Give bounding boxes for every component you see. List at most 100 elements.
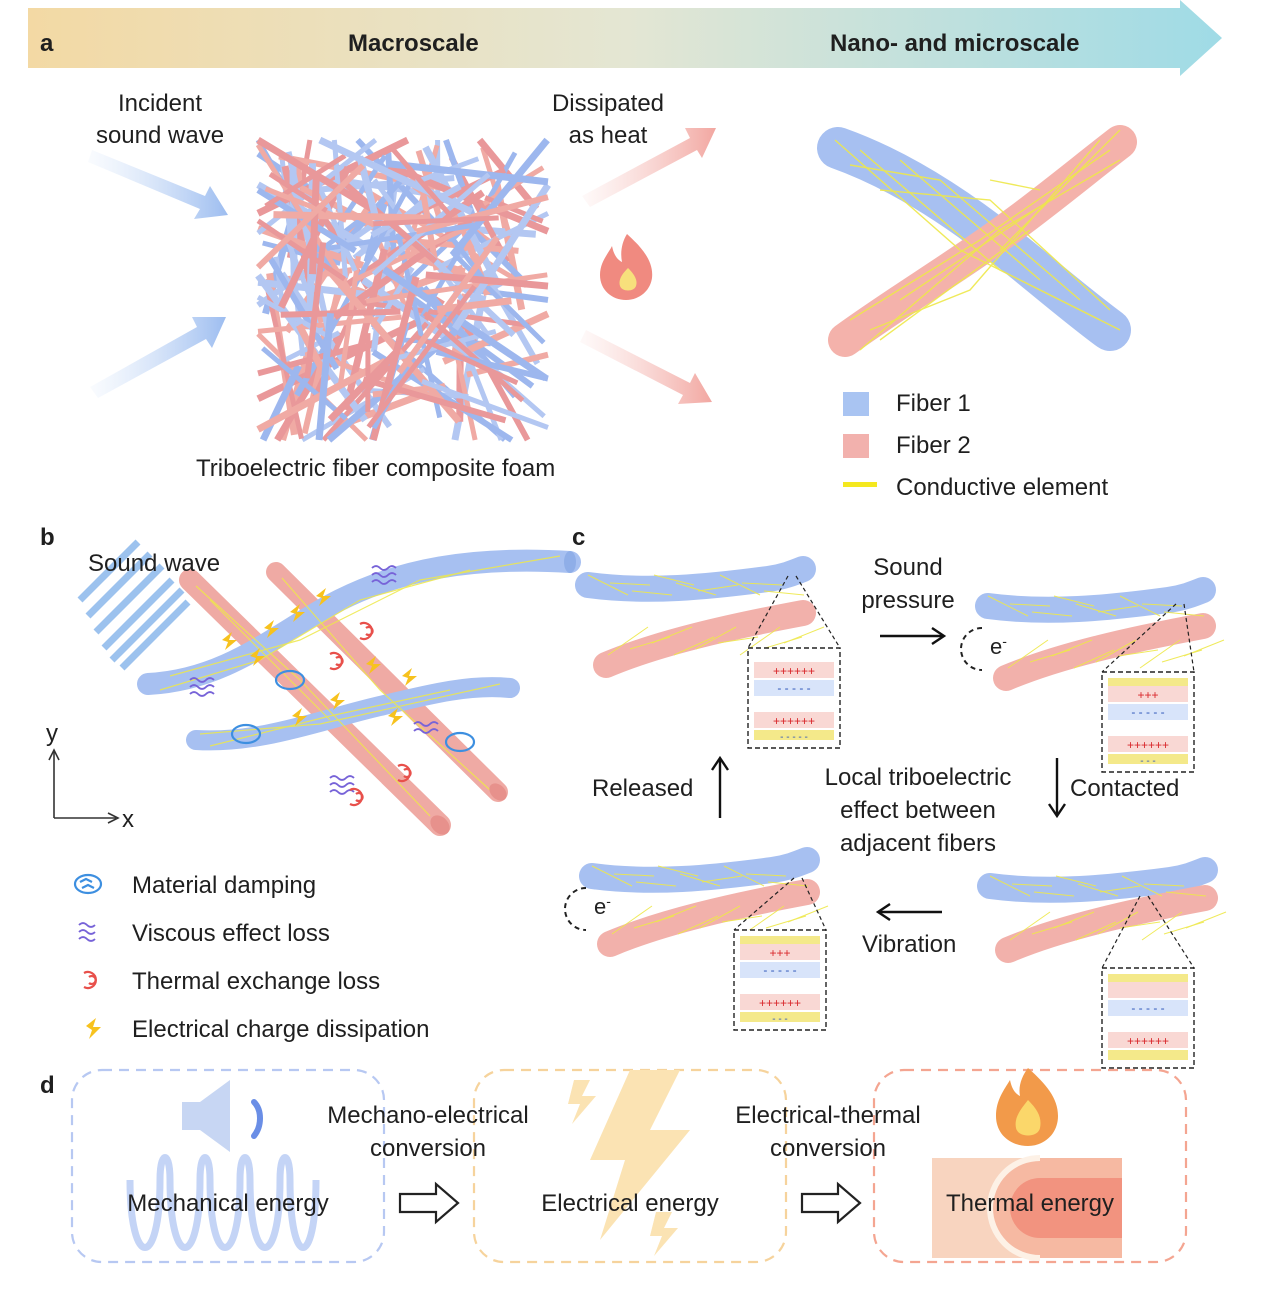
fiber-1 <box>975 577 1216 623</box>
speaker-icon <box>182 1080 263 1152</box>
thermal-marks <box>329 621 412 807</box>
viscous-loss-icon <box>78 922 96 942</box>
panel-b-letter: b <box>40 524 55 551</box>
negative-charges: - - - - - <box>1131 1001 1164 1015</box>
foam-fiber <box>342 248 388 411</box>
incident-arrows <box>88 150 228 398</box>
fiber-network <box>137 549 581 836</box>
legend-b-icons <box>73 873 103 1039</box>
positive-charges: ++++++ <box>773 664 815 678</box>
legend-fiber1: Fiber 1 <box>896 390 971 417</box>
foam-fiber <box>396 235 500 375</box>
foam-fiber <box>326 268 462 424</box>
conductive-lines <box>587 574 825 656</box>
positive-charges: ++++++ <box>1127 1034 1169 1048</box>
axis-y-label: y <box>46 720 58 747</box>
xy-axes <box>48 748 120 824</box>
foam-fiber <box>373 215 499 227</box>
conversion1-label-2: conversion <box>369 1135 487 1162</box>
viscous-marks <box>189 565 439 795</box>
legend-swatch-fiber1 <box>843 392 869 416</box>
negative-charges: - - - - - <box>777 681 810 695</box>
negative-charges: - - - - - <box>763 963 796 977</box>
negative-charges: - - - <box>1140 756 1156 767</box>
conversion2-label-1: Electrical-thermal <box>735 1102 921 1129</box>
positive-charges: ++++++ <box>773 714 815 728</box>
foam-fiber <box>381 266 548 382</box>
foam-fiber <box>255 163 366 270</box>
legend-swatch-conductive <box>843 482 877 487</box>
center-label-1: Local triboelectric <box>824 764 1012 791</box>
dissipated-label-1: Dissipated <box>551 90 665 117</box>
state-pressed: e- +++ - - - - - ++++++ - - - <box>960 577 1225 773</box>
fiber-2 <box>593 600 816 678</box>
foam-caption: Triboelectric fiber composite foam <box>196 455 556 482</box>
center-label-3: adjacent fibers <box>839 830 997 857</box>
foam-fiber <box>370 183 462 238</box>
conductive-lines <box>987 595 1225 669</box>
foam-fiber <box>256 218 346 282</box>
spring-icon <box>126 1154 320 1251</box>
foam-fiber <box>425 271 549 290</box>
lightning-legend-icon <box>86 1018 101 1039</box>
dissipated-arrows <box>580 128 716 404</box>
scale-banner-arrow <box>28 0 1222 76</box>
positive-charges: ++++++ <box>759 996 801 1010</box>
legend-thermal-exchange: Thermal exchange loss <box>132 968 381 995</box>
state-vibration: e- +++ - - - - - ++++++ - - - <box>564 847 829 1031</box>
contacted-label: Contacted <box>1070 775 1180 802</box>
fiber-2 <box>995 885 1218 963</box>
foam-fiber <box>315 181 358 272</box>
legend-fiber2: Fiber 2 <box>896 432 971 459</box>
electron-path <box>564 887 587 931</box>
fiber-2 <box>597 879 820 957</box>
negative-charges: - - - <box>772 1014 788 1025</box>
positive-charges: +++ <box>1137 688 1158 702</box>
legend-charge-dissipation: Electrical charge dissipation <box>132 1016 430 1043</box>
fire-icon <box>600 234 653 300</box>
electron-path <box>960 627 983 671</box>
negative-charges: - - - - - <box>1131 705 1164 719</box>
foam-fiber <box>449 137 550 258</box>
axis-x-label: x <box>122 806 134 833</box>
sound-wave-label: Sound wave <box>88 550 221 577</box>
foam-fiber <box>338 255 361 384</box>
positive-charges: ++++++ <box>1127 738 1169 752</box>
state-contacted: - - - - - ++++++ <box>977 857 1227 1069</box>
foam-fiber <box>318 136 474 216</box>
sound-pressure-label-2: pressure <box>861 587 955 614</box>
legend-swatch-fiber2 <box>843 434 869 458</box>
foam-fiber <box>327 348 401 423</box>
foam-fiber <box>388 160 549 186</box>
negative-charges: - - - - - <box>780 732 808 743</box>
sound-pressure-label-1: Sound <box>873 554 943 581</box>
cycle-arrows <box>711 627 1066 921</box>
foam-fiber <box>310 222 476 254</box>
thermal-energy-label: Thermal energy <box>945 1190 1115 1217</box>
flame-icon <box>996 1068 1058 1146</box>
legend-material-damping: Material damping <box>132 872 317 899</box>
conversion1-label-1: Mechano-electrical <box>327 1102 529 1129</box>
sound-wave-icon <box>80 234 228 294</box>
fiber-2 <box>993 613 1216 691</box>
foam-fiber <box>415 194 549 235</box>
incident-label-2: sound wave <box>95 122 225 149</box>
hollow-arrows <box>398 1181 862 1225</box>
released-label: Released <box>592 775 694 802</box>
foam-fiber <box>294 341 330 397</box>
foam-fiber <box>466 351 549 378</box>
banner-left-label: Macroscale <box>348 30 479 57</box>
electron-label: e- <box>990 633 1007 659</box>
sound-wave-stripes <box>77 539 191 671</box>
positive-charges: +++ <box>769 946 790 960</box>
legend-conductive: Conductive element <box>896 474 1109 501</box>
heat-icon <box>932 1155 1122 1261</box>
foam-fiber <box>371 349 514 443</box>
foam-fiber <box>365 272 548 304</box>
foam-fiber <box>451 251 546 345</box>
foam-fiber <box>264 186 348 223</box>
panel-a-letter: a <box>40 30 54 57</box>
electron-label: e- <box>594 893 611 919</box>
lightning-icons <box>222 588 417 726</box>
foam-fiber <box>442 310 550 365</box>
